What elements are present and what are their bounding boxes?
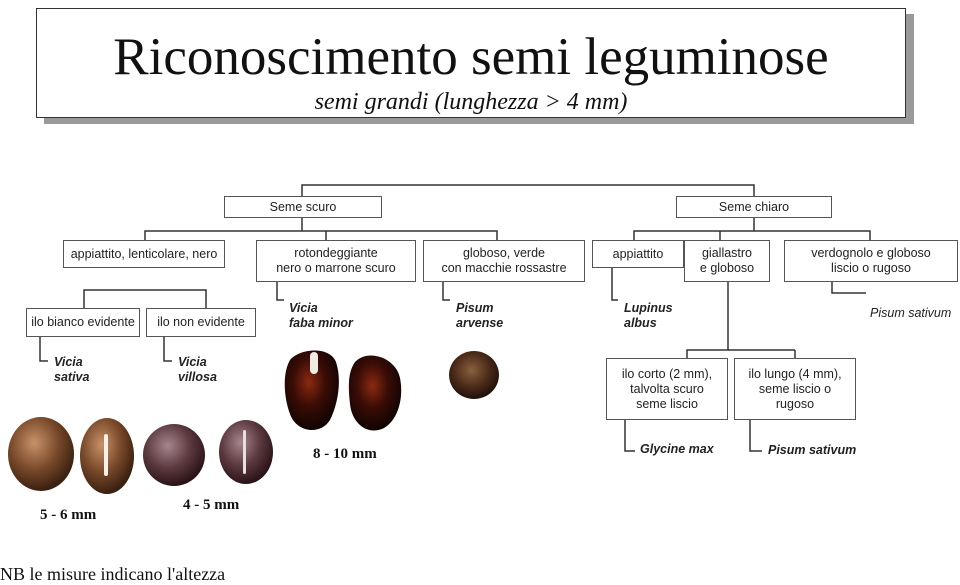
measure-vicia-sativa: 5 - 6 mm [40,507,97,523]
node-ilo-lungo: ilo lungo (4 mm), seme liscio o rugoso [734,358,856,420]
node-globoso-verde-line2: con macchie rossastre [441,261,567,275]
node-globoso-verde: globoso, verde con macchie rossastre [423,240,585,282]
species-pisum-arvense: Pisum arvense [456,301,503,331]
node-ilo-non-evidente-label: ilo non evidente [157,315,245,329]
node-verdognolo: verdognolo e globoso liscio o rugoso [784,240,958,282]
node-seme-chiaro: Seme chiaro [676,196,832,218]
node-rotondeggiante: rotondeggiante nero o marrone scuro [256,240,416,282]
species-vicia-faba-epithet: faba minor [289,316,353,330]
node-globoso-verde-line1: globoso, verde [462,246,545,260]
node-verdognolo-line2: liscio o rugoso [831,261,911,275]
species-vicia-faba: Vicia faba minor [289,301,353,331]
species-vicia-sativa-epithet: sativa [54,370,90,384]
species-vicia-sativa: Vicia sativa [54,355,89,385]
node-giallastro-line2: e globoso [699,261,755,275]
species-pisum-sativum-2: Pisum sativum [768,443,857,457]
species-lupinus-albus-genus: Lupinus [624,301,673,315]
node-ilo-corto-line2: talvolta scuro [630,381,704,396]
node-ilo-corto-line3: seme liscio [636,396,698,411]
species-vicia-villosa-epithet: villosa [178,370,217,384]
species-glycine-max: Glycine max [640,442,714,456]
page-title: Riconoscimento semi leguminose [113,28,829,86]
node-ilo-lungo-line2: seme liscio o [758,381,832,396]
species-vicia-villosa: Vicia villosa [178,355,217,385]
species-pisum-arvense-genus: Pisum [456,301,494,315]
node-ilo-corto: ilo corto (2 mm), talvolta scuro seme li… [606,358,728,420]
node-ilo-bianco-label: ilo bianco evidente [31,315,135,329]
species-pisum-sativum-1: Pisum sativum [870,306,952,320]
species-lupinus-albus-epithet: albus [624,316,657,330]
species-vicia-villosa-genus: Vicia [178,355,207,369]
node-seme-scuro-label: Seme scuro [269,199,337,214]
node-appiattito-label: appiattito [612,246,664,261]
page-subtitle: semi grandi (lunghezza > 4 mm) [314,89,628,115]
node-rotondeggiante-line2: nero o marrone scuro [276,261,396,275]
species-lupinus-albus: Lupinus albus [624,301,673,331]
species-vicia-sativa-genus: Vicia [54,355,83,369]
node-appiattito-nero-label: appiattito, lenticolare, nero [70,246,218,261]
footnote: NB le misure indicano l'altezza [0,564,226,584]
node-ilo-lungo-line1: ilo lungo (4 mm), [748,366,842,381]
node-ilo-corto-line1: ilo corto (2 mm), [621,366,713,381]
node-appiattito-nero: appiattito, lenticolare, nero [63,240,225,268]
node-ilo-bianco: ilo bianco evidente [26,308,140,337]
node-verdognolo-line1: verdognolo e globoso [811,246,931,260]
node-seme-scuro: Seme scuro [224,196,382,218]
node-giallastro-line1: giallastro [701,246,753,260]
node-appiattito: appiattito [592,240,684,268]
node-rotondeggiante-line1: rotondeggiante [294,246,378,260]
title-box: Riconoscimento semi leguminose semi gran… [36,8,906,118]
node-seme-chiaro-label: Seme chiaro [718,199,790,214]
species-pisum-arvense-epithet: arvense [456,316,504,330]
measure-vicia-faba: 8 - 10 mm [313,446,377,462]
species-vicia-faba-genus: Vicia [289,301,318,315]
node-ilo-non-evidente: ilo non evidente [146,308,256,337]
node-ilo-lungo-line3: rugoso [775,396,815,411]
node-giallastro: giallastro e globoso [684,240,770,282]
measure-vicia-villosa: 4 - 5 mm [183,497,240,513]
